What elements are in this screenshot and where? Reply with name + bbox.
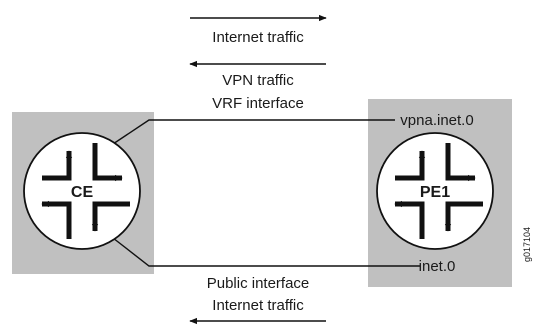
public-interface-label: Public interface xyxy=(207,275,310,292)
internet-traffic-label-bottom: Internet traffic xyxy=(212,297,304,314)
vrf-interface-link xyxy=(112,119,395,145)
ce-router-icon: CE xyxy=(23,132,141,250)
figure-code: g017104 xyxy=(522,227,532,262)
public-interface-link xyxy=(112,237,420,267)
internet-traffic-label-top: Internet traffic xyxy=(212,29,304,46)
vpna-inet-table-label: vpna.inet.0 xyxy=(400,112,473,129)
inet-table-label: inet.0 xyxy=(419,258,456,275)
pe1-router-label: PE1 xyxy=(420,184,450,201)
pe1-router-icon: PE1 xyxy=(376,132,494,250)
vpn-traffic-label: VPN traffic xyxy=(222,72,294,89)
ce-router-label: CE xyxy=(71,184,94,201)
vrf-interface-label: VRF interface xyxy=(212,95,304,112)
